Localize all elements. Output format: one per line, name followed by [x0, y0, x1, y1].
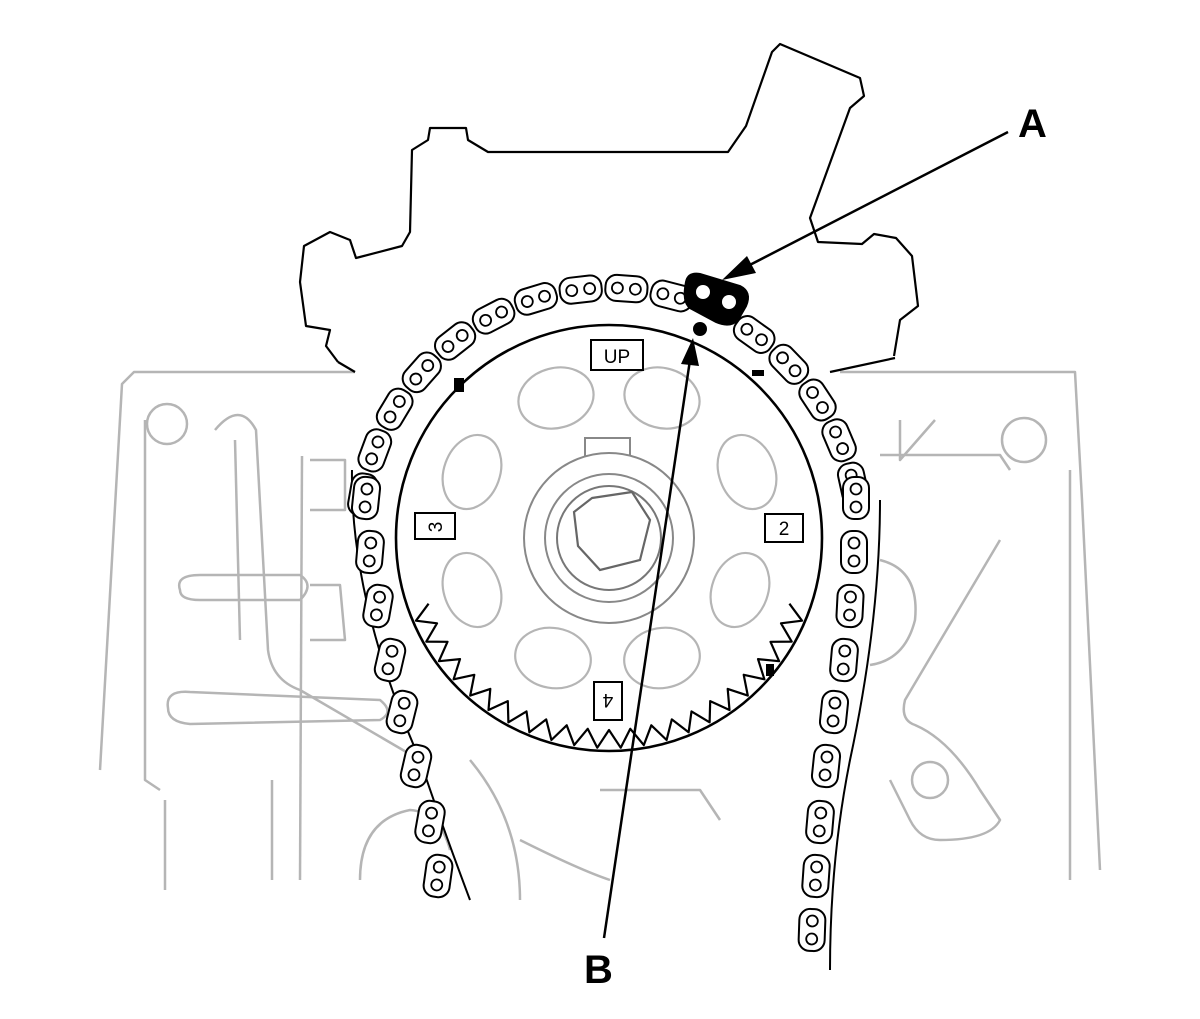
- sprocket-teeth: [414, 603, 804, 749]
- leader-arrows: [602, 130, 1009, 939]
- arrowhead-a: [722, 256, 756, 280]
- chain-link: [375, 387, 414, 431]
- svg-text:UP: UP: [604, 347, 630, 368]
- chain-link: [840, 530, 868, 574]
- chain-link: [373, 637, 407, 683]
- chain-link: [835, 583, 865, 629]
- chain-link: [401, 351, 442, 394]
- chain-link: [818, 689, 850, 735]
- chain-link: [399, 743, 433, 789]
- chain-link: [801, 853, 831, 899]
- timing-chain: [347, 273, 870, 953]
- engine-housing: [98, 370, 1102, 901]
- mark-up: UP: [590, 339, 644, 371]
- chain-link: [604, 273, 649, 304]
- chain-link: [821, 418, 857, 463]
- cam-holder-outline: [298, 42, 920, 374]
- punch-mark: [693, 322, 707, 336]
- chain-link: [422, 853, 454, 899]
- chain-link: [414, 799, 446, 845]
- leader-line-b: [602, 359, 692, 939]
- colored-link: [683, 272, 749, 326]
- svg-text:2: 2: [779, 519, 790, 540]
- chain-link: [797, 907, 827, 953]
- chain-link: [513, 282, 559, 316]
- bolt-hex: [572, 490, 652, 572]
- svg-text:3: 3: [426, 522, 447, 533]
- callout-label-a: A: [1018, 102, 1047, 146]
- chain-link: [362, 583, 394, 629]
- chain-link: [649, 279, 694, 313]
- chain-link: [350, 475, 382, 521]
- chain-link: [433, 321, 477, 361]
- chain-link: [355, 529, 385, 575]
- mark-4: 4: [593, 681, 623, 721]
- sprocket-rim: [394, 323, 824, 753]
- chain-link: [810, 743, 842, 789]
- chain-link: [471, 297, 516, 335]
- callout-label-b: B: [584, 948, 613, 992]
- chain-link: [385, 689, 419, 735]
- chain-link: [558, 274, 603, 305]
- chain-link: [357, 428, 393, 473]
- chain-link: [842, 476, 870, 520]
- chain-link: [768, 343, 810, 385]
- chain-link: [798, 378, 837, 422]
- leader-line-a: [739, 130, 1009, 272]
- cam-sprocket: [394, 323, 824, 753]
- sprocket-lightening-holes: [441, 366, 778, 690]
- chain-link: [805, 799, 835, 845]
- sprocket-marks: UP 3 2 4: [414, 339, 804, 721]
- chain-link: [829, 637, 859, 683]
- chain-link: [732, 315, 776, 354]
- svg-text:4: 4: [602, 689, 613, 710]
- mark-3: 3: [414, 512, 456, 540]
- chain-guides: [350, 469, 881, 971]
- mark-2: 2: [764, 513, 804, 543]
- arrowhead-b: [681, 338, 699, 366]
